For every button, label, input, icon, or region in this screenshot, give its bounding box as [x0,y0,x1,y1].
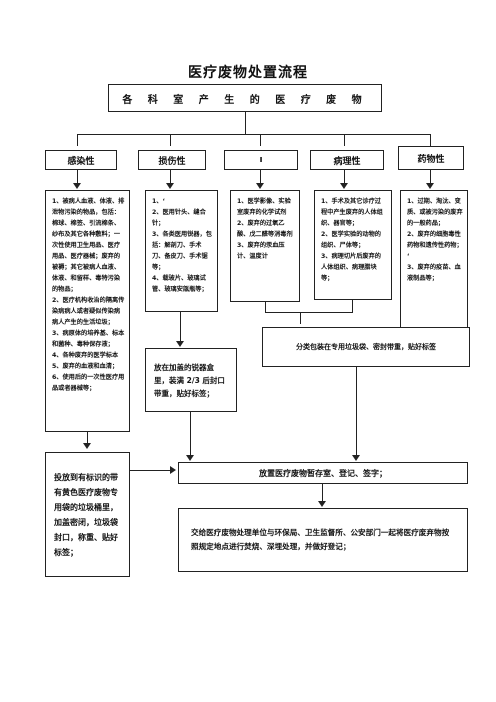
infectious-details: 1、被病人血液、体液、排泄物污染的物品，包括：棉球、棉签、引流棉条、纱布及其它各… [45,190,130,432]
bag-to-storage-line [130,470,170,471]
connector-drop-4 [344,134,345,146]
storage-to-handover-head [318,501,326,507]
chemical-details: 1、医学影像、实验室废弃的化学试剂 2、废弃的过氧乙酸、戊二醛等消毒剂 3、废弃… [230,190,300,302]
handover-box: 交给医疗废物处理单位与环保局、卫生监督所、公安部门一起将医疗废弃物按照规定地点进… [178,508,468,572]
storage-to-handover-line [322,484,323,502]
category-infectious: 感染性 [45,150,117,170]
connector-trunk [245,112,246,134]
category-chemical: ı [224,150,298,170]
storage-box: 放置医疗废物暂存室、登记、签字； [178,462,468,484]
infectious-down-line [87,432,88,444]
chemical-down-line [265,302,266,312]
page-title: 医疗废物处置流程 [188,65,308,81]
arrow-line-4 [344,170,345,184]
pharmaceutical-details: 1、过期、淘汰、变质、或被污染的废弃的一般药品； 2、废弃的细胞毒性药物和遗传性… [400,190,468,336]
source-box: 各 科 室 产 生 的 医 疗 废 物 [108,84,382,112]
connector-drop-3 [260,134,261,146]
sharps-container-box: 放在加盖的锐器盒里，装满 2/3 后封口带重，贴好标签； [145,348,237,412]
pathological-details: 1、手术及其它诊疗过程中产生废弃的人体组织、器官等； 2、医学实验的动物的组织、… [314,190,392,300]
arrow-head-4 [340,183,348,189]
arrow-line-5 [430,170,431,184]
arrow-line-1 [77,170,78,184]
category-pathological: 病理性 [310,150,384,170]
sharps-details: 1、ʻ 2、医用针头、缝合针； 3、各类医用锐器，包括：解剖刀、手术刀、备皮刀、… [145,190,218,312]
arrow-line-3 [260,170,261,184]
category-sharps: 损伤性 [138,150,206,170]
arrow-line-2 [170,170,171,184]
bag-to-storage-head [170,466,176,474]
connector-drop-1 [77,134,78,146]
sharps-to-box-line [180,312,181,342]
sharps-to-storage-line [190,412,191,456]
arrow-head-1 [73,183,81,189]
connector-drop-2 [170,134,171,146]
merge-bar [265,312,353,313]
classify-to-storage-line [356,367,357,456]
category-pharmaceutical: 药物性 [398,146,464,170]
arrow-head-5 [426,183,434,189]
infectious-down-head [83,443,91,449]
sharps-to-box-head [176,341,184,347]
yellow-bag-box: 投放到有标识的带有黄色医疗废物专用袋的垃圾桶里，加盖密闭，垃圾袋封口，称重、贴好… [45,452,130,577]
sharps-to-storage-head [186,455,194,461]
classification-box: 分类包装在专用垃圾袋、密封带重，贴好标签 [262,327,470,367]
connector-drop-5 [430,134,431,146]
merge-down-line [300,312,301,324]
arrow-head-2 [166,183,174,189]
connector-bar [77,134,430,135]
classify-to-storage-head [352,455,360,461]
pathological-down-line [352,300,353,312]
arrow-head-3 [256,183,264,189]
